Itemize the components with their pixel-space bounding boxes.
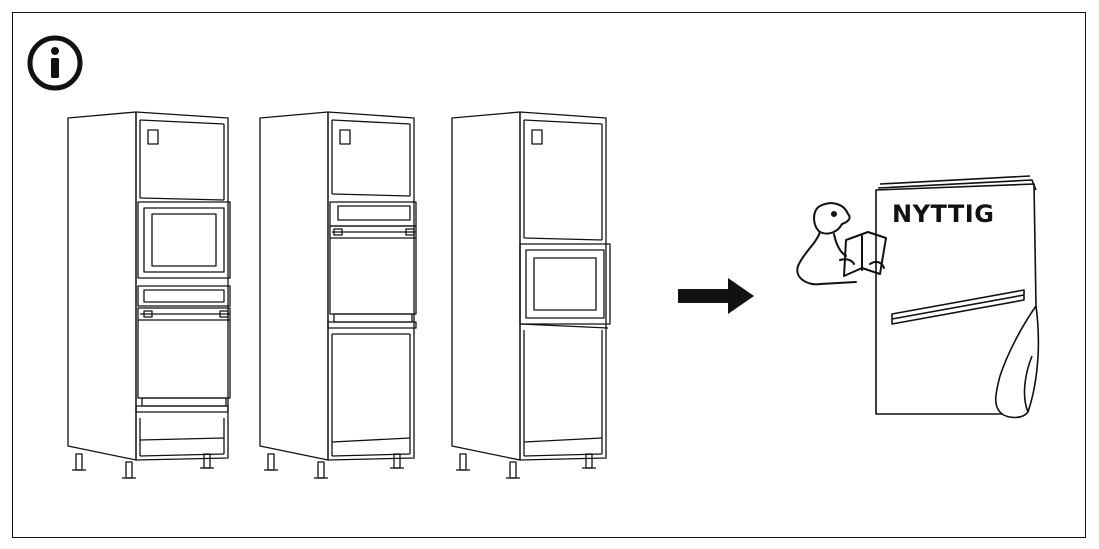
- cabinet-microwave: [442, 108, 622, 486]
- cabinet-oven: [250, 108, 430, 486]
- cabinet-microwave-oven: [58, 108, 238, 486]
- person-reading-icon: [790, 188, 900, 298]
- arrow-right-icon: [676, 276, 756, 316]
- diagram-frame: [12, 12, 1086, 538]
- info-circle-icon: [26, 34, 84, 92]
- booklet-title: NYTTIG: [892, 200, 995, 228]
- booklet-icon: [872, 176, 1044, 420]
